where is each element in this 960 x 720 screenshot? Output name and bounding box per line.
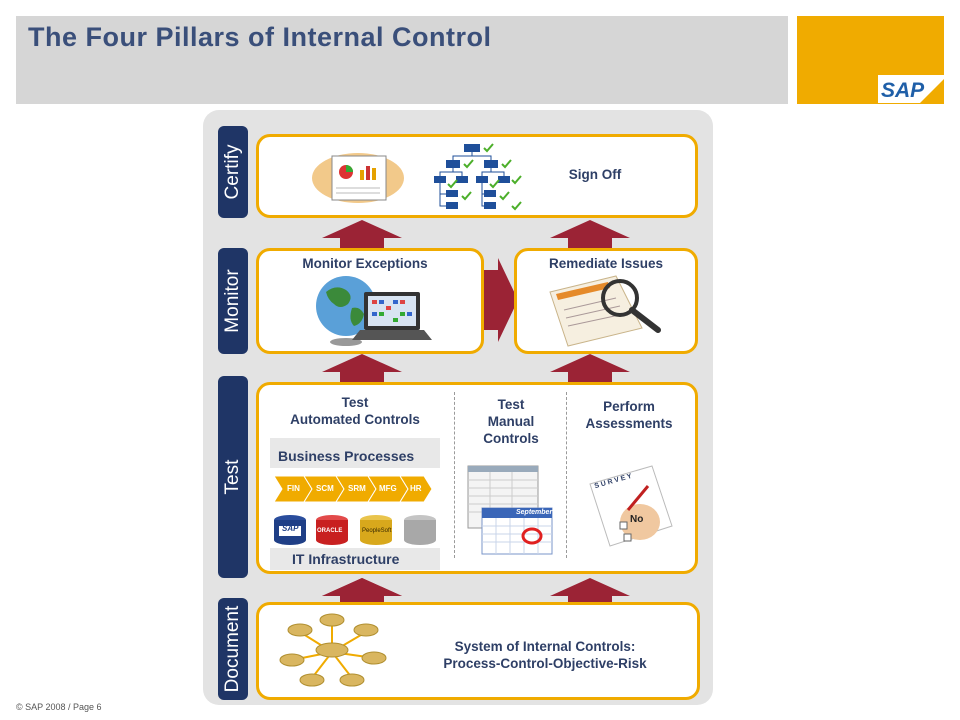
test-automated-title-line1: Test [341, 395, 369, 410]
spreadsheet-calendar-icon [467, 465, 553, 555]
arrow-up-monitor-left [322, 220, 402, 252]
org-chart-checkmarks-icon [434, 143, 522, 211]
remediate-issues-box [514, 248, 698, 354]
arrow-up-test-left [322, 354, 402, 386]
perform-assessments-line1: Perform [603, 399, 655, 414]
it-infrastructure-label: IT Infrastructure [292, 551, 400, 567]
title-bar [16, 16, 788, 104]
pillar-tab-certify [218, 126, 248, 218]
survey-form-icon [589, 465, 673, 547]
sign-off-label: Sign Off [568, 167, 622, 182]
test-automated-title-line2: Automated Controls [290, 412, 420, 427]
process-step-mfg: MFG [379, 484, 397, 493]
perform-assessments-line2: Assessments [585, 416, 673, 431]
pillar-tab-monitor [218, 248, 248, 354]
arrow-right-monitor [480, 258, 518, 342]
arrow-up-document-right [550, 578, 630, 608]
test-manual-line2: Manual [487, 414, 535, 429]
page-title: The Four Pillars of Internal Control [28, 22, 492, 52]
document-line2: Process-Control-Objective-Risk [443, 656, 647, 671]
arrow-up-monitor-right [550, 220, 630, 252]
footer-page-number: © SAP 2008 / Page 6 [16, 702, 102, 712]
sap-logo-text: SAP [881, 79, 925, 102]
arrow-up-document-left-body [322, 578, 402, 608]
it-infrastructure-band [270, 548, 440, 570]
db-label-peoplesoft: PeopleSoft [362, 528, 392, 534]
remediate-issues-label: Remediate Issues [548, 256, 664, 271]
db-label-sap: SAP [282, 524, 299, 533]
connected-nodes-icon [279, 613, 387, 687]
magnifier-document-icon [549, 275, 661, 347]
db-label-oracle: ORACLE [317, 528, 343, 534]
pillar-tab-document [218, 598, 248, 700]
divider-manual-assess [566, 392, 567, 558]
survey-answer-no: No [630, 514, 644, 525]
process-step-scm: SCM [316, 484, 334, 493]
test-manual-line3: Controls [483, 431, 539, 446]
business-processes-band [270, 438, 440, 468]
business-processes-label: Business Processes [278, 448, 415, 464]
process-step-srm: SRM [348, 484, 366, 493]
calendar-month-label: September [516, 509, 553, 516]
document-line1: System of Internal Controls: [454, 639, 636, 654]
pillar-tab-test [218, 376, 248, 578]
report-document-icon [312, 153, 404, 203]
globe-laptop-icon [316, 276, 432, 346]
system-databases-icon [274, 515, 436, 545]
process-step-fin: FIN [287, 484, 300, 493]
divider-automated-manual [454, 392, 455, 558]
monitor-exceptions-label: Monitor Exceptions [302, 256, 428, 271]
sap-logo: SAP [878, 75, 948, 103]
process-chevrons [274, 475, 433, 503]
test-manual-line1: Test [497, 397, 525, 412]
process-step-hr: HR [410, 484, 422, 493]
arrow-up-test-right [550, 354, 630, 386]
